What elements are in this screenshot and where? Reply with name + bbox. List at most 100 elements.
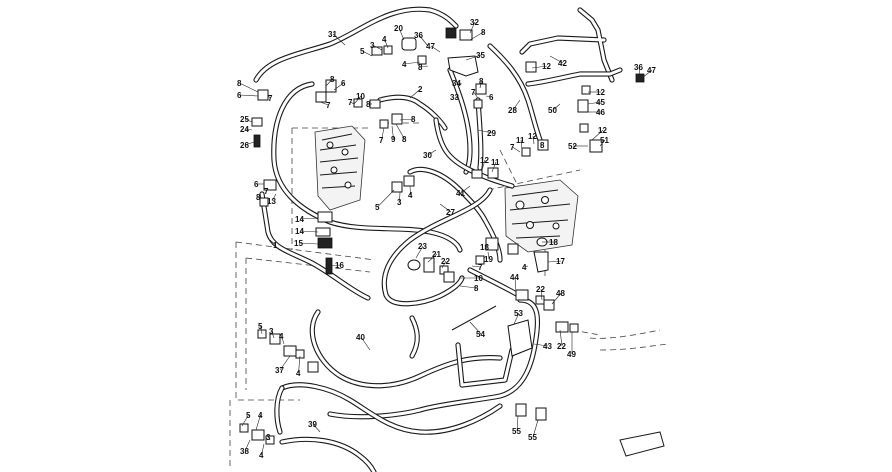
leader-line-c3d <box>268 436 271 441</box>
callout-c1: 1 <box>273 241 278 250</box>
leader-line-c38 <box>244 439 251 452</box>
callout-c4g: 4 <box>258 411 263 420</box>
leader-line-c6c <box>333 82 344 91</box>
leader-line-c33 <box>454 96 459 99</box>
leader-line-c44 <box>514 276 517 293</box>
leader-line-c42 <box>549 55 564 64</box>
leader-line-c28 <box>512 99 521 111</box>
leader-line-c17 <box>547 260 562 263</box>
leader-line-c5a <box>362 50 373 57</box>
callout-c7b: 7 <box>268 94 273 103</box>
leader-line-c50 <box>552 103 561 111</box>
callout-c3d: 3 <box>266 433 271 442</box>
callout-c30: 30 <box>423 151 432 160</box>
leader-line-c7g <box>265 189 267 192</box>
leader-line-c7f <box>512 146 521 153</box>
leader-line-c4d <box>524 265 529 268</box>
callout-c4b: 4 <box>402 60 407 69</box>
callout-c28: 28 <box>508 106 517 115</box>
leader-line-c27 <box>439 203 452 213</box>
right-valve-block <box>504 179 579 253</box>
callout-c47b: 47 <box>647 66 656 75</box>
leader-line-c45 <box>587 101 602 105</box>
callout-c7e: 7 <box>379 136 384 145</box>
leader-line-c8k <box>459 285 477 289</box>
callout-c42: 42 <box>558 59 567 68</box>
leader-line-c8h <box>395 123 405 140</box>
callout-c12d: 12 <box>528 132 537 141</box>
leader-line-c41 <box>460 185 471 194</box>
callout-c17: 17 <box>556 257 565 266</box>
callout-c10b: 10 <box>474 274 483 283</box>
leader-line-c8e <box>325 78 333 87</box>
callout-c31: 31 <box>328 30 337 39</box>
leader-line-c8a <box>469 31 484 41</box>
callout-c47a: 47 <box>426 42 435 51</box>
leader-line-c47b <box>641 69 653 79</box>
callout-c39: 39 <box>308 420 317 429</box>
leader-line-c31 <box>332 33 346 46</box>
callout-c27: 27 <box>446 208 455 217</box>
leader-line-c7h <box>471 265 481 268</box>
leader-line-c30 <box>427 149 437 156</box>
callout-c7f: 7 <box>510 143 515 152</box>
callout-c4c: 4 <box>408 191 413 200</box>
callout-c8e: 8 <box>330 75 335 84</box>
callout-c43: 43 <box>543 342 552 351</box>
callout-c51: 51 <box>600 136 609 145</box>
leader-line-c4b <box>404 61 421 65</box>
leader-line-c54 <box>469 321 482 335</box>
callout-c46: 46 <box>596 108 605 117</box>
hose-lines <box>253 6 669 472</box>
callout-c5a: 5 <box>360 47 365 56</box>
callout-c4f: 4 <box>296 369 301 378</box>
callout-c29: 29 <box>487 129 496 138</box>
callout-c3b: 3 <box>397 198 402 207</box>
callout-c7c: 7 <box>326 101 331 110</box>
callout-c7h: 7 <box>478 263 483 272</box>
leader-line-c14a <box>299 217 319 220</box>
leader-line-c21 <box>427 253 438 263</box>
leader-line-c7e <box>381 127 385 141</box>
callout-c10a: 10 <box>356 92 365 101</box>
leader-line-c8g <box>399 118 414 121</box>
leader-line-c22b <box>540 288 543 301</box>
leader-line-c37 <box>279 355 291 371</box>
callout-c50: 50 <box>548 106 557 115</box>
callout-c8a: 8 <box>481 28 486 37</box>
leader-line-c8b <box>420 65 429 68</box>
callout-c6d: 6 <box>254 180 259 189</box>
callout-c14b: 14 <box>295 227 304 236</box>
leader-line-c10a <box>353 95 362 105</box>
callout-c5d: 5 <box>246 411 251 420</box>
callout-c32: 32 <box>470 18 479 27</box>
leader-line-c5b <box>377 189 395 208</box>
callout-c3c: 3 <box>269 327 274 336</box>
callout-c48: 48 <box>556 289 565 298</box>
leader-line-c11a <box>520 139 523 151</box>
leader-line-c40 <box>360 336 371 351</box>
leader-line-c2 <box>409 88 421 99</box>
leader-line-c15 <box>298 242 319 245</box>
callout-c15: 15 <box>294 239 303 248</box>
callout-c14a: 14 <box>295 215 304 224</box>
leader-line-c36b <box>638 66 641 77</box>
leader-line-c23 <box>415 245 424 259</box>
leader-line-c4g <box>255 414 261 431</box>
leader-line-c13 <box>271 193 277 202</box>
leader-line-c3a <box>372 44 383 51</box>
leader-line-c35 <box>465 54 482 61</box>
leader-line-c47a <box>430 45 441 53</box>
leader-line-c29 <box>477 129 493 134</box>
callout-c8f: 8 <box>366 100 371 109</box>
leader-line-c1 <box>269 239 276 246</box>
leader-line-c7d <box>350 101 355 105</box>
leader-line-c5d <box>241 414 249 427</box>
callout-c8h: 8 <box>402 135 407 144</box>
callout-c6b: 6 <box>237 91 242 100</box>
callout-c7g: 7 <box>264 187 269 196</box>
left-valve-block <box>314 125 366 211</box>
callout-c8c: 8 <box>479 77 484 86</box>
